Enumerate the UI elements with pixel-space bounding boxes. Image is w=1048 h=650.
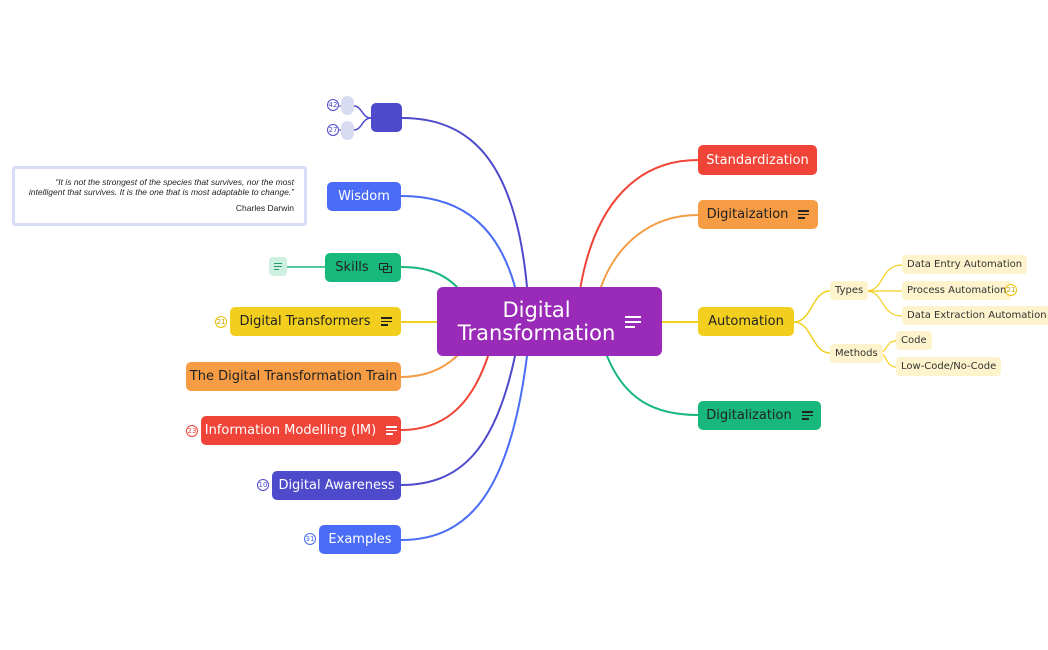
central-topic-label-line2: Transformation bbox=[457, 320, 616, 345]
topic-information-modelling[interactable]: Information Modelling (IM) bbox=[201, 416, 401, 445]
subtopic-process-automation[interactable]: Process Automation bbox=[902, 281, 1012, 300]
topic-digital-awareness[interactable]: Digital Awareness bbox=[272, 471, 401, 500]
topic-label: Wisdom bbox=[338, 189, 390, 204]
quote-callout: “It is not the strongest of the species … bbox=[12, 166, 307, 226]
connector-skills bbox=[400, 266, 458, 288]
subtopic-data-entry-automation[interactable]: Data Entry Automation bbox=[902, 255, 1028, 274]
connector-examples bbox=[400, 355, 528, 541]
topic-label: Standardization bbox=[706, 152, 809, 168]
quote-text: “It is not the strongest of the species … bbox=[28, 177, 294, 197]
connector-digitalization bbox=[606, 355, 699, 416]
subtopic-methods[interactable]: Methods bbox=[830, 344, 883, 363]
connector-methods bbox=[793, 321, 831, 354]
connector-type-item bbox=[865, 290, 903, 317]
topic-digital-transformation-train[interactable]: The Digital Transformation Train bbox=[186, 362, 401, 391]
topic-label: Digital Transformers bbox=[239, 314, 371, 329]
count-badge[interactable]: 23 bbox=[186, 425, 198, 437]
subtopic-types[interactable]: Types bbox=[830, 281, 869, 300]
subtopic-code[interactable]: Code bbox=[896, 331, 932, 350]
connector-digital-awareness bbox=[400, 355, 516, 486]
connector-wisdom bbox=[400, 195, 516, 288]
notes-icon[interactable] bbox=[801, 411, 813, 420]
topic-label: Digital Awareness bbox=[278, 478, 395, 493]
count-badge[interactable]: 27 bbox=[327, 124, 339, 136]
topic-automation[interactable]: Automation bbox=[698, 307, 794, 336]
connector-train bbox=[400, 355, 458, 378]
subtopic-data-extraction-automation[interactable]: Data Extraction Automation bbox=[902, 306, 1048, 325]
notes-icon[interactable] bbox=[386, 426, 398, 435]
connector-pill bbox=[353, 105, 372, 119]
topic-label: Examples bbox=[328, 532, 392, 547]
topic-label: Digitaization bbox=[706, 207, 789, 222]
connector-pill bbox=[353, 117, 372, 131]
connector-type-item bbox=[865, 264, 903, 292]
central-topic-label-line1: Digital bbox=[502, 297, 571, 322]
topic-digitaization[interactable]: Digitaization bbox=[698, 200, 818, 229]
notes-icon bbox=[274, 263, 282, 270]
topic-label: Skills bbox=[335, 260, 369, 275]
central-topic[interactable]: Digital Transformation bbox=[437, 287, 662, 356]
count-badge[interactable]: 21 bbox=[215, 316, 227, 328]
topic-label: Automation bbox=[708, 314, 784, 329]
topic-label: Information Modelling (IM) bbox=[204, 423, 377, 438]
link-icon[interactable] bbox=[378, 263, 392, 273]
connector-types bbox=[793, 290, 831, 323]
topic-digitalization[interactable]: Digitalization bbox=[698, 401, 821, 430]
connector-digitaization bbox=[599, 214, 699, 291]
notes-chip[interactable] bbox=[269, 257, 287, 276]
topic-label: Digitalization bbox=[706, 408, 792, 423]
connector-unlabeled bbox=[401, 117, 528, 288]
count-badge: 21 bbox=[1005, 284, 1017, 296]
topic-examples[interactable]: Examples bbox=[319, 525, 401, 554]
notes-icon[interactable] bbox=[625, 315, 642, 328]
count-badge[interactable]: 42 bbox=[327, 99, 339, 111]
collapsed-subtopic-pill[interactable] bbox=[341, 96, 354, 115]
notes-icon[interactable] bbox=[380, 317, 392, 326]
topic-unlabeled[interactable] bbox=[371, 103, 402, 132]
topic-digital-transformers[interactable]: Digital Transformers bbox=[230, 307, 401, 336]
quote-author: Charles Darwin bbox=[235, 203, 294, 213]
connector-standardization bbox=[579, 159, 699, 291]
count-badge[interactable]: 31 bbox=[304, 533, 316, 545]
topic-wisdom[interactable]: Wisdom bbox=[327, 182, 401, 211]
connector-information-modelling bbox=[400, 355, 489, 431]
count-badge[interactable]: 10 bbox=[257, 479, 269, 491]
subtopic-low-code-no-code[interactable]: Low-Code/No-Code bbox=[896, 357, 1002, 376]
notes-icon[interactable] bbox=[798, 210, 810, 219]
topic-standardization[interactable]: Standardization bbox=[698, 145, 817, 175]
collapsed-subtopic-pill[interactable] bbox=[341, 121, 354, 140]
topic-label: The Digital Transformation Train bbox=[189, 369, 398, 384]
topic-skills[interactable]: Skills bbox=[325, 253, 401, 282]
